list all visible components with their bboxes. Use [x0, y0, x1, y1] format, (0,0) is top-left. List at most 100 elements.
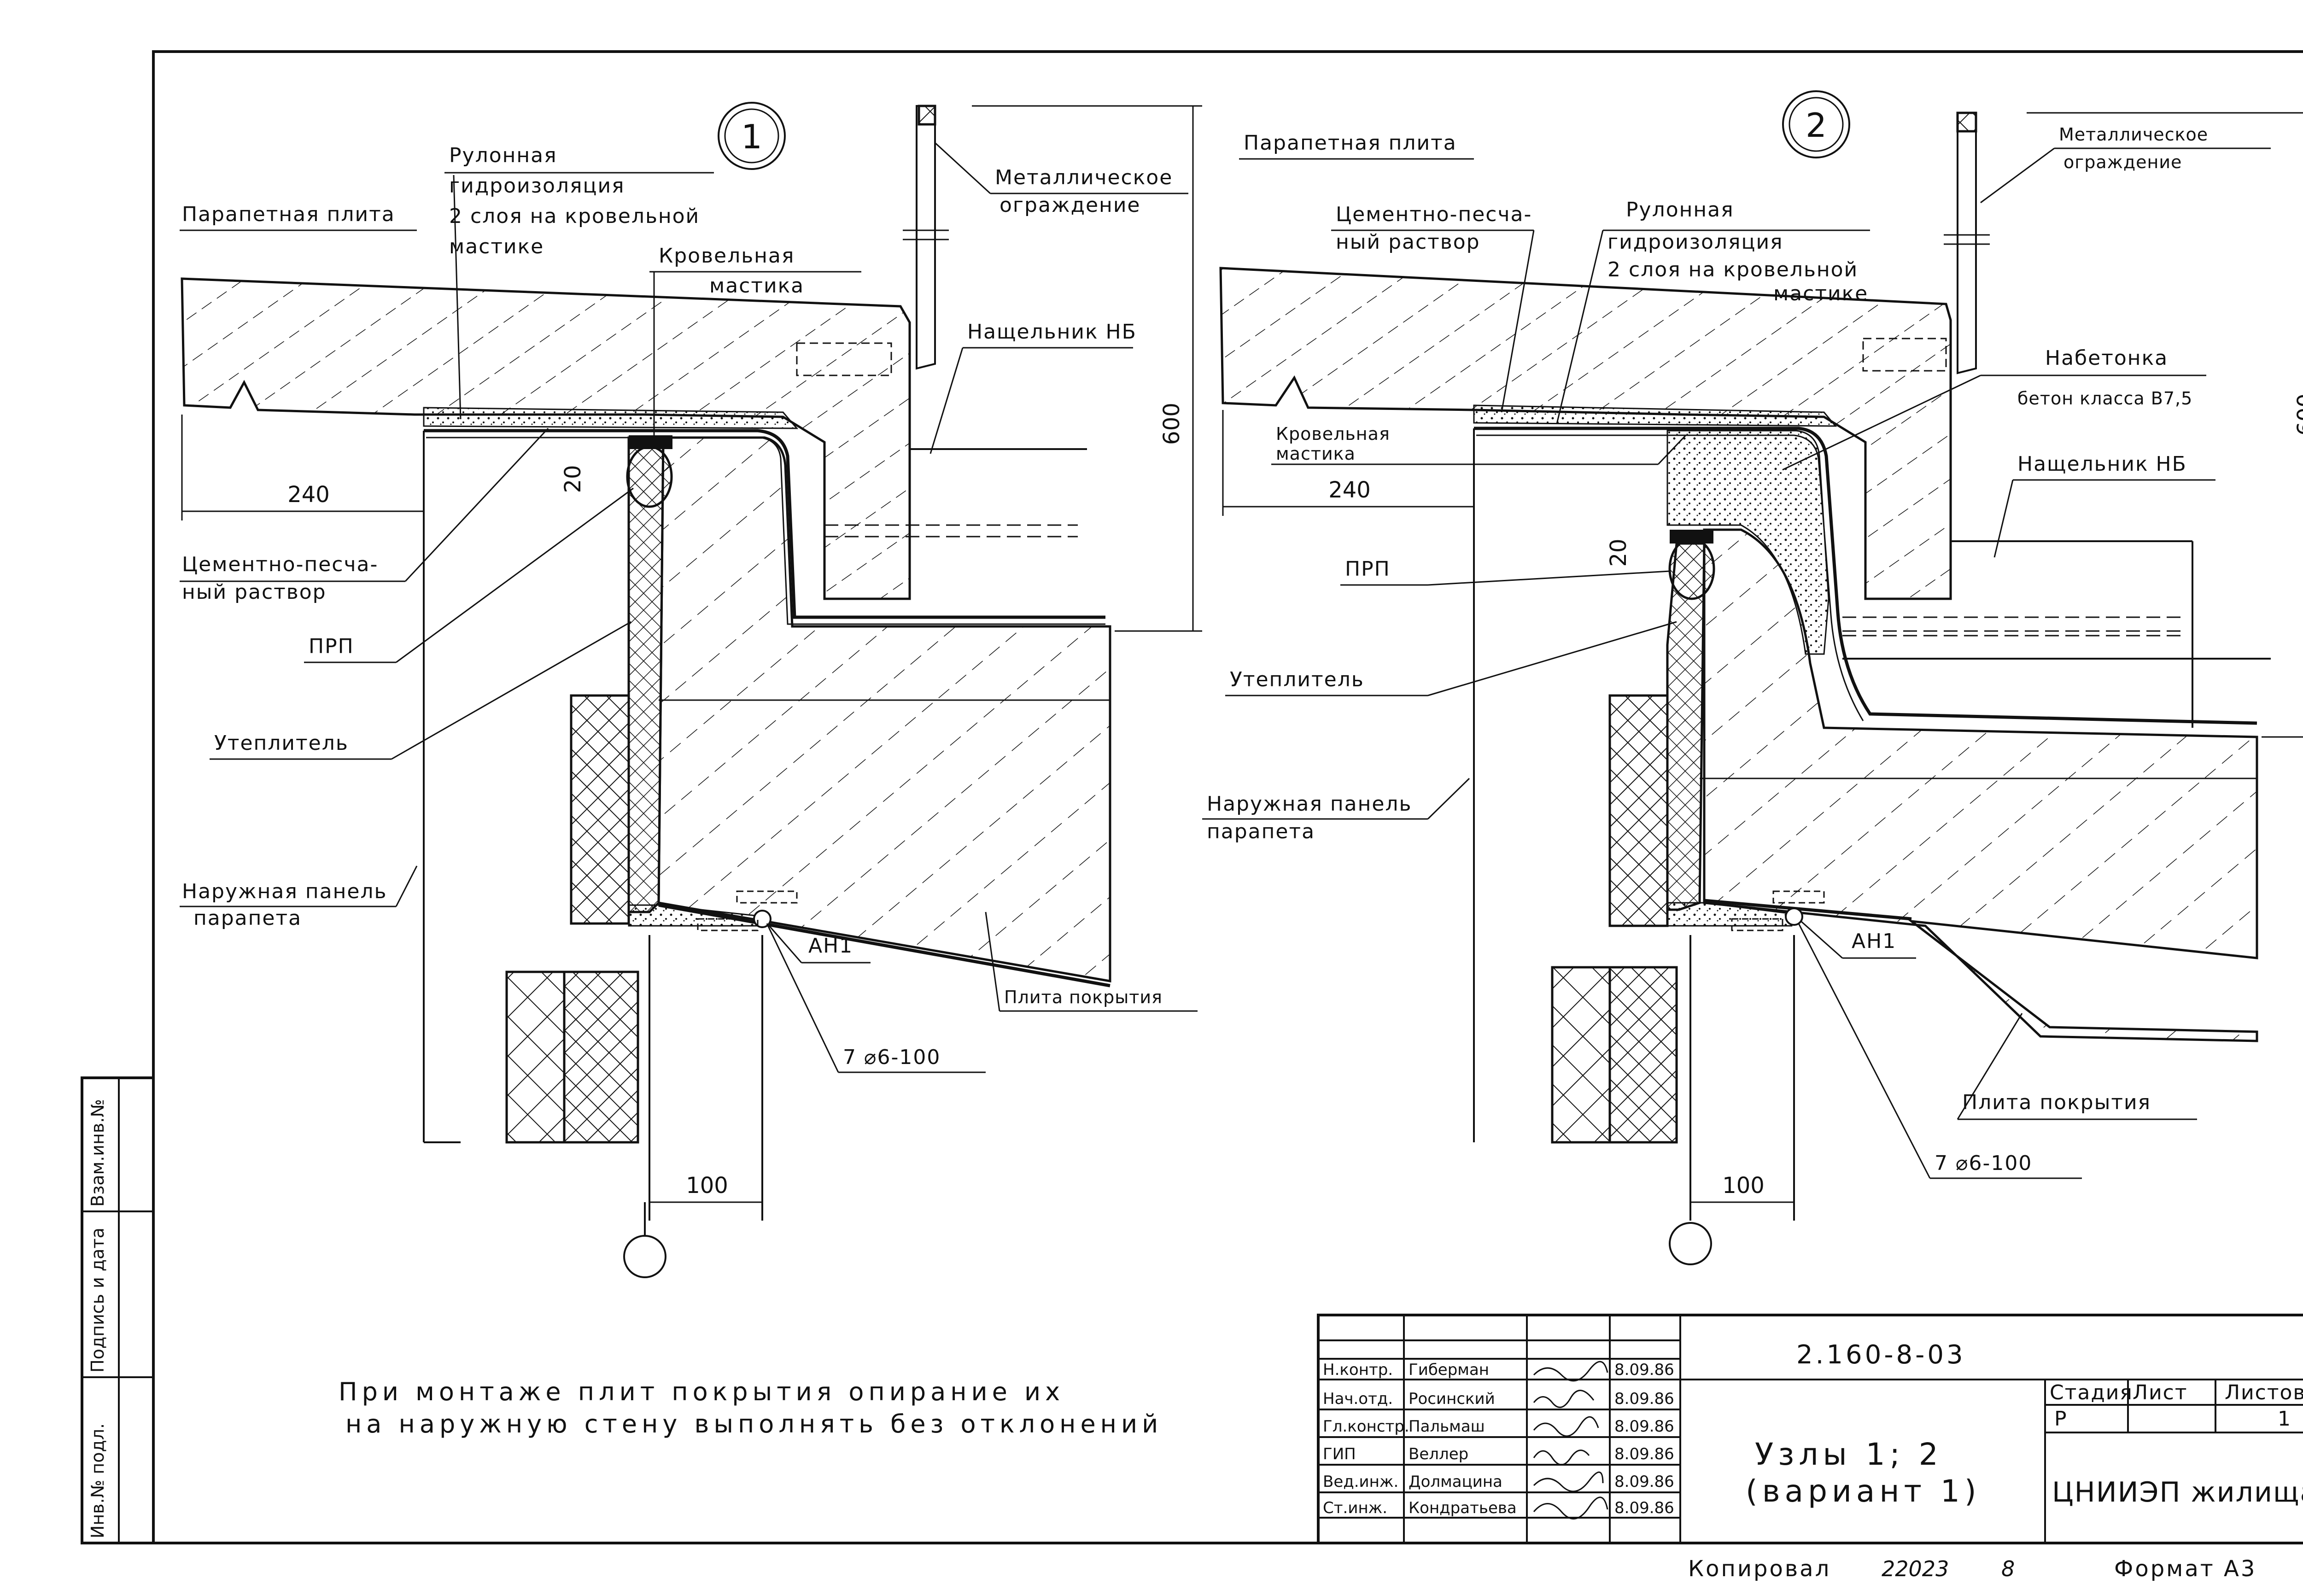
svg-text:ГИП: ГИП: [1323, 1445, 1356, 1463]
node2-marker-circle: [1782, 90, 1850, 158]
node2-label-roll-waterproofing: Рулонная гидроизоляция 2 слоя на кровель…: [1556, 198, 1870, 424]
node1-label-rebar: 7 ⌀6-100: [766, 923, 986, 1073]
svg-text:гидроизоляция: гидроизоляция: [449, 174, 625, 198]
stage-header: Стадия: [2050, 1381, 2133, 1404]
svg-text:Ст.инж.: Ст.инж.: [1323, 1499, 1387, 1517]
node1-parapet-slab: [181, 277, 911, 600]
svg-text:8.09.86: 8.09.86: [1614, 1473, 1674, 1491]
svg-text:ограждение: ограждение: [2063, 152, 2182, 172]
svg-text:ПРП: ПРП: [1345, 557, 1391, 581]
node-2: 2 240 600 20 100 Парапетная плита Металл…: [1202, 90, 2303, 1265]
node1-dim-wall: 100: [686, 1173, 728, 1198]
svg-text:Гл.констр.: Гл.констр.: [1323, 1417, 1409, 1436]
svg-text:Нащельник НБ: Нащельник НБ: [967, 320, 1137, 344]
svg-text:8.09.86: 8.09.86: [1614, 1445, 1674, 1463]
node1-embedded-plate: [796, 342, 892, 376]
svg-text:Рулонная: Рулонная: [449, 144, 557, 167]
node2-label-rebar: 7 ⌀6-100: [1798, 923, 2082, 1179]
node2-metal-fence: [1957, 112, 1977, 374]
svg-text:Цементно-песча-: Цементно-песча-: [182, 553, 378, 576]
svg-text:Росинский: Росинский: [1409, 1390, 1495, 1408]
note-line-2: на наружную стену выполнять без отклонен…: [345, 1409, 1163, 1438]
node2-label-cement-mortar: Цементно-песча- ный раствор: [1331, 203, 1535, 413]
svg-text:7 ⌀6-100: 7 ⌀6-100: [1935, 1152, 2032, 1175]
signature-row: ГИП Веллер 8.09.86: [1323, 1445, 1674, 1466]
node2-label-roof-slab: Плита покрытия: [1957, 1013, 2197, 1120]
organization: ЦНИИЭП жилища: [2052, 1476, 2303, 1508]
svg-text:АН1: АН1: [1852, 930, 1896, 953]
svg-text:Парапетная плита: Парапетная плита: [182, 203, 395, 226]
node2-label-metal-fence: Металлическое ограждение: [1980, 124, 2271, 204]
svg-text:Гиберман: Гиберман: [1409, 1361, 1489, 1379]
node1-prp-black: [629, 435, 672, 449]
node1-marker-circle: [718, 102, 786, 170]
node1-outer-panel: [423, 431, 461, 1143]
node2-dim-wall: 100: [1722, 1173, 1765, 1198]
svg-text:гидроизоляция: гидроизоляция: [1607, 230, 1783, 254]
node2-mortar: [1473, 404, 1837, 427]
svg-text:Плита покрытия: Плита покрытия: [1004, 987, 1163, 1007]
node2-lower-wall-b: [1608, 966, 1678, 1144]
node2-waterproofing: [1474, 427, 2257, 725]
svg-text:мастике: мастике: [449, 235, 544, 258]
svg-text:мастике: мастике: [1773, 282, 1868, 305]
svg-text:Кровельная: Кровельная: [1276, 424, 1390, 444]
stage-value: Р: [2054, 1407, 2068, 1431]
footer: Копировал 22023 8 Формат А3: [1688, 1556, 2256, 1582]
node2-prp-black: [1670, 530, 1713, 544]
svg-text:Наружная панель: Наружная панель: [1207, 792, 1412, 816]
svg-text:Н.контр.: Н.контр.: [1323, 1361, 1393, 1379]
svg-text:Пальмаш: Пальмаш: [1409, 1417, 1485, 1436]
svg-text:2 слоя на кровельной: 2 слоя на кровельной: [1607, 258, 1858, 281]
sheets-header: Листов: [2225, 1381, 2303, 1404]
side-stamp-replace: Взам.инв.№: [88, 1099, 108, 1207]
svg-text:Кондратьева: Кондратьева: [1409, 1499, 1517, 1517]
footer-format: Формат А3: [2114, 1556, 2256, 1582]
node1-label-parapet-slab: Парапетная плита: [180, 203, 417, 231]
node2-roof-slab: [1703, 528, 2258, 1042]
node2-label-flashing: Нащельник НБ: [1993, 452, 2215, 558]
signature-row: Гл.констр. Пальмаш 8.09.86: [1323, 1416, 1674, 1437]
sheets-value: 1: [2278, 1407, 2291, 1431]
node1-metal-fence: [916, 105, 936, 370]
node-1: 1 240 600 20 100 Рулонная гидроизоляция …: [180, 102, 1202, 1278]
node1-flashing: [824, 442, 911, 600]
node2-axis-marker: [1669, 1222, 1712, 1265]
node2-label-anchor: АН1: [1800, 920, 1916, 959]
node2-label-insulation: Утеплитель: [1225, 621, 1677, 696]
node1-label-roll-waterproofing: Рулонная гидроизоляция 2 слоя на кровель…: [444, 144, 714, 420]
side-stamp: Инв.№ подл. Подпись и дата Взам.инв.№: [81, 1076, 155, 1544]
svg-text:8.09.86: 8.09.86: [1614, 1390, 1674, 1408]
signature-row: Вед.инж. Долмацина 8.09.86: [1323, 1471, 1674, 1492]
node1-label-insulation: Утеплитель: [210, 621, 631, 760]
svg-text:Утеплитель: Утеплитель: [1230, 668, 1364, 691]
node2-dim-overhang: 240: [1328, 477, 1371, 503]
node2-label-roof-mastic: Кровельная мастика: [1271, 424, 1687, 465]
svg-text:ный раствор: ный раствор: [1336, 230, 1480, 254]
svg-text:Долмацина: Долмацина: [1409, 1473, 1502, 1491]
side-stamp-inv: Инв.№ подл.: [88, 1423, 108, 1538]
node1-mortar: [423, 407, 799, 429]
node2-label-parapet-slab: Парапетная плита: [1239, 131, 1474, 160]
node1-label-anchor: АН1: [768, 925, 871, 964]
node2-label-prp: ПРП: [1340, 557, 1670, 586]
side-stamp-sign: Подпись и дата: [88, 1228, 108, 1373]
node1-roof-slab: [657, 436, 1111, 982]
svg-text:8.09.86: 8.09.86: [1614, 1499, 1674, 1517]
footer-copy-number: 22023: [1882, 1556, 1949, 1581]
node1-lower-wall-a: [505, 970, 566, 1144]
mounting-note: При монтаже плит покрытия опирание их на…: [339, 1377, 1163, 1438]
svg-text:бетон класса В7,5: бетон класса В7,5: [2017, 388, 2192, 409]
svg-text:парапета: парапета: [1207, 820, 1315, 843]
node1-waterproofing: [424, 429, 1105, 619]
node2-lower-wall-a: [1551, 966, 1611, 1144]
svg-text:мастика: мастика: [1276, 444, 1356, 464]
svg-text:Вед.инж.: Вед.инж.: [1323, 1473, 1398, 1491]
signature-rows: Н.контр. Гиберман 8.09.86 Нач.отд. Росин…: [1318, 1358, 1680, 1520]
node1-label-flashing: Нащельник НБ: [929, 320, 1137, 454]
node2-label-concrete-topping: Набетонка бетон класса В7,5: [1782, 346, 2206, 471]
title-block: Н.контр. Гиберман 8.09.86 Нач.отд. Росин…: [1317, 1314, 2303, 1544]
svg-text:Цементно-песча-: Цементно-песча-: [1336, 203, 1532, 226]
node1-dim-height: 600: [1159, 403, 1185, 445]
node2-label-outer-panel: Наружная панель парапета: [1202, 778, 1470, 843]
